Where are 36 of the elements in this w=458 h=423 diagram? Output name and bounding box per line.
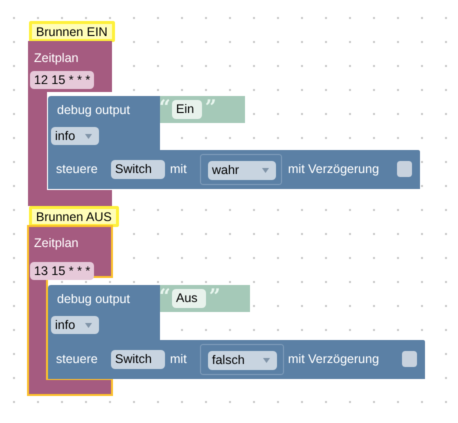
quote-mark: ”: [209, 288, 221, 304]
block-text: mit Verzögerung: [288, 351, 380, 367]
debug-block: [48, 285, 160, 340]
block-text: mit: [170, 161, 187, 177]
control-block: [48, 150, 420, 189]
dropdown: falsch: [208, 351, 277, 370]
cron-field: 13 15 * * *: [30, 262, 94, 280]
comment-label: Brunnen EIN: [29, 21, 115, 42]
string-field: Ein: [172, 100, 202, 119]
string-block: [160, 96, 245, 123]
dropdown: wahr: [208, 161, 276, 180]
string-field: Aus: [172, 289, 206, 308]
block-text: steuere: [56, 161, 98, 177]
block-text: steuere: [56, 351, 98, 367]
dropdown: info: [51, 316, 99, 334]
string-block: [160, 285, 250, 312]
logic-block: [200, 344, 284, 375]
control-block: [48, 340, 425, 379]
block-text: mit Verzögerung: [288, 161, 380, 177]
cron-field: 12 15 * * *: [30, 71, 94, 89]
quote-mark: “: [159, 99, 171, 115]
checkbox: [402, 351, 417, 367]
debug-block: [48, 96, 160, 151]
quote-mark: “: [159, 288, 171, 304]
device-field: Switch: [111, 350, 165, 369]
block-title: debug output: [57, 291, 130, 307]
block-title: debug output: [57, 102, 130, 118]
block-text: mit: [170, 351, 187, 367]
dropdown: info: [51, 127, 99, 145]
device-field: Switch: [111, 160, 165, 179]
quote-mark: ”: [205, 99, 217, 115]
comment-label: Brunnen AUS: [29, 206, 119, 227]
block-title: Zeitplan: [34, 50, 78, 66]
checkbox: [397, 161, 412, 177]
logic-block: [200, 154, 282, 185]
block-title: Zeitplan: [34, 235, 78, 251]
